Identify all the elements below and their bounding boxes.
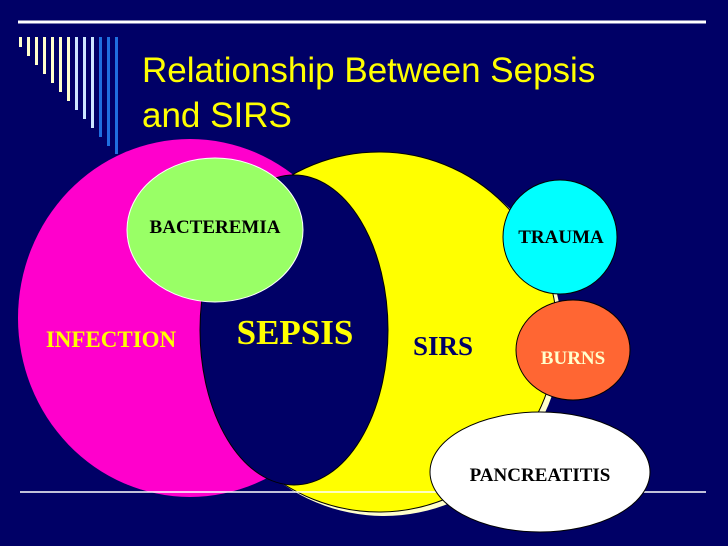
trauma-label: TRAUMA bbox=[518, 227, 604, 248]
sirs-label: SIRS bbox=[413, 331, 473, 361]
title-line-2: and SIRS bbox=[142, 96, 292, 135]
bacteremia-circle bbox=[126, 157, 304, 303]
slide-title: Relationship Between Sepsis and SIRS bbox=[142, 48, 595, 138]
trauma-circle bbox=[502, 179, 618, 295]
decorative-bars bbox=[19, 37, 118, 154]
infection-label: INFECTION bbox=[46, 327, 177, 352]
burns-circle bbox=[515, 299, 631, 401]
burns-label: BURNS bbox=[541, 348, 605, 369]
sepsis-label: SEPSIS bbox=[237, 313, 354, 352]
pancreatitis-ellipse bbox=[429, 411, 651, 533]
pancreatitis-label: PANCREATITIS bbox=[470, 465, 611, 486]
title-line-1: Relationship Between Sepsis bbox=[142, 51, 596, 90]
bacteremia-label: BACTEREMIA bbox=[150, 217, 281, 238]
